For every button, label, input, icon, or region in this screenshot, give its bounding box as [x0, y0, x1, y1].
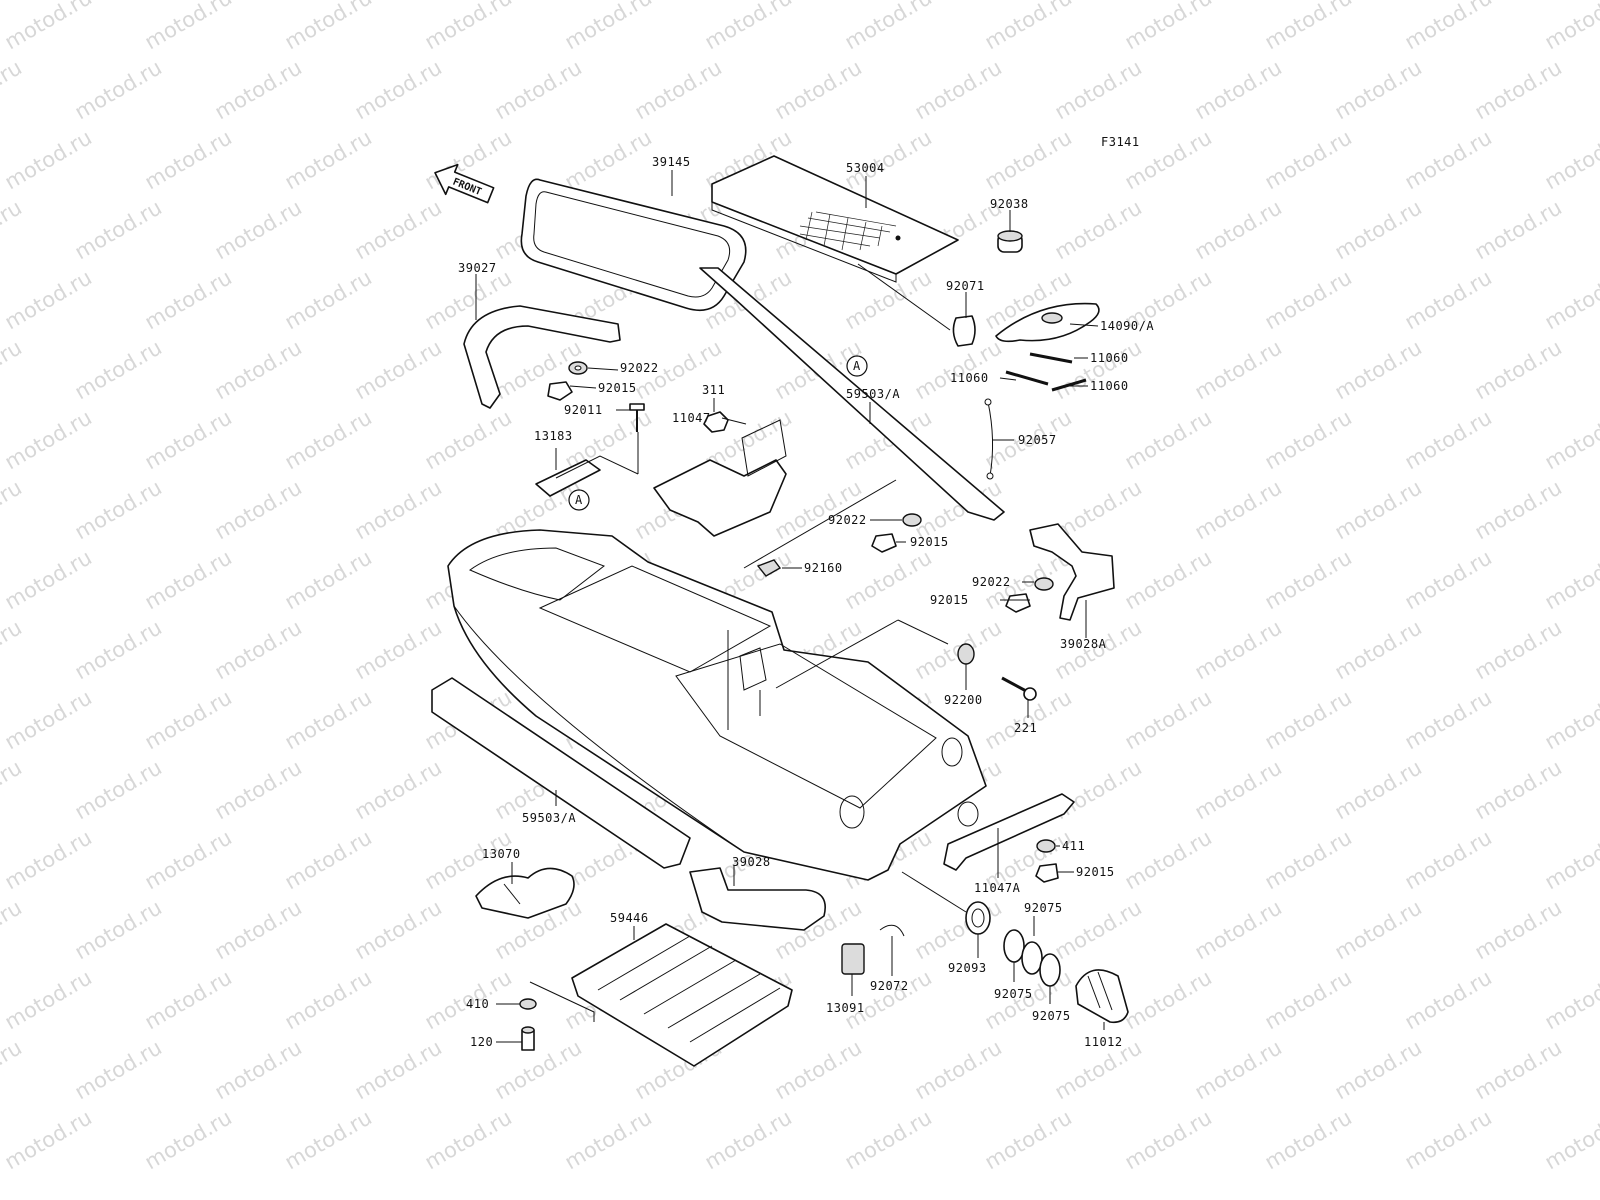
callout-92022-right[interactable]: 92022	[972, 575, 1011, 589]
part-92038-cap[interactable]	[997, 230, 1023, 253]
callout-411[interactable]: 411	[1062, 839, 1085, 853]
part-11060-strips[interactable]	[1005, 352, 1087, 392]
callout-92057[interactable]: 92057	[1018, 433, 1057, 447]
part-59503A-bottom-rail[interactable]	[431, 677, 691, 869]
front-direction-arrow: FRONT	[434, 163, 495, 204]
callout-92038[interactable]: 92038	[990, 197, 1029, 211]
part-59446-grate[interactable]	[571, 923, 793, 1067]
part-39027-front-handle[interactable]	[463, 305, 621, 409]
callout-221[interactable]: 221	[1014, 721, 1037, 735]
part-13091-pad[interactable]	[841, 943, 865, 975]
part-hull-deck	[447, 529, 987, 881]
callout-92075-a[interactable]: 92075	[1024, 901, 1063, 915]
callout-53004[interactable]: 53004	[846, 161, 885, 175]
part-11047-bracket[interactable]	[653, 419, 787, 537]
part-411-washer[interactable]	[1036, 839, 1056, 853]
callout-11060-c[interactable]: 11060	[1090, 379, 1129, 393]
callout-410[interactable]: 410	[466, 997, 489, 1011]
part-92015-nut-upper[interactable]	[547, 381, 573, 401]
callout-39145[interactable]: 39145	[652, 155, 691, 169]
part-92011-bolt[interactable]	[629, 403, 645, 432]
callout-13183[interactable]: 13183	[534, 429, 573, 443]
part-53004-mat[interactable]	[711, 155, 959, 283]
part-92160-grommet[interactable]	[756, 559, 782, 577]
part-120-bolt[interactable]	[521, 1026, 535, 1051]
callout-92160[interactable]: 92160	[804, 561, 843, 575]
callout-59503A-bottom[interactable]: 59503/A	[522, 811, 576, 825]
callout-14090A[interactable]: 14090/A	[1100, 319, 1154, 333]
callout-11047[interactable]: 11047	[672, 411, 711, 425]
part-92075-hoses[interactable]	[1003, 929, 1061, 987]
part-92072-clamp[interactable]	[879, 924, 905, 937]
part-92022-washer-center[interactable]	[902, 513, 922, 527]
part-92022-washer-upper[interactable]	[568, 361, 588, 375]
callout-92015-right[interactable]: 92015	[930, 593, 969, 607]
part-92015-nut-center[interactable]	[871, 533, 897, 553]
callout-39027[interactable]: 39027	[458, 261, 497, 275]
part-13070-cover[interactable]	[475, 867, 575, 919]
leader-lines	[475, 170, 1105, 1043]
callout-92015-center[interactable]: 92015	[910, 535, 949, 549]
callout-11060-b[interactable]: 11060	[950, 371, 989, 385]
callout-11047A[interactable]: 11047A	[974, 881, 1021, 895]
part-92071-plug[interactable]	[952, 315, 976, 347]
part-39145-hatch-rim[interactable]	[520, 178, 747, 312]
part-13183-plate[interactable]	[535, 459, 601, 497]
callout-92075-c[interactable]: 92075	[1032, 1009, 1071, 1023]
callout-11012[interactable]: 11012	[1084, 1035, 1123, 1049]
part-410-washer[interactable]	[519, 998, 537, 1010]
callout-120[interactable]: 120	[470, 1035, 493, 1049]
diagram-code: F3141	[1101, 135, 1140, 149]
callout-92200[interactable]: 92200	[944, 693, 983, 707]
callout-92072[interactable]: 92072	[870, 979, 909, 993]
callout-92011[interactable]: 92011	[564, 403, 603, 417]
ref-marker-a-upper: A	[846, 355, 868, 377]
callout-92015-upper[interactable]: 92015	[598, 381, 637, 395]
part-92057-cord[interactable]	[984, 398, 994, 480]
callout-92022-center[interactable]: 92022	[828, 513, 867, 527]
part-221-bolt[interactable]	[1001, 676, 1037, 701]
callout-59446[interactable]: 59446	[610, 911, 649, 925]
callout-311[interactable]: 311	[702, 383, 725, 397]
part-92015-nut-right[interactable]	[1005, 593, 1031, 613]
callout-92075-b[interactable]: 92075	[994, 987, 1033, 1001]
svg-text:A: A	[575, 493, 583, 507]
part-14090A-cover[interactable]	[995, 302, 1100, 343]
callout-13070[interactable]: 13070	[482, 847, 521, 861]
callout-11060-a[interactable]: 11060	[1090, 351, 1129, 365]
callout-39028A[interactable]: 39028A	[1060, 637, 1107, 651]
callout-13091[interactable]: 13091	[826, 1001, 865, 1015]
part-92022-washer-right[interactable]	[1034, 577, 1054, 591]
part-92093-seal[interactable]	[965, 901, 991, 935]
part-92015-nut-lower[interactable]	[1035, 863, 1059, 883]
callout-39028[interactable]: 39028	[732, 855, 771, 869]
ref-marker-a-lower: A	[568, 489, 590, 511]
part-39028A-rear-handle[interactable]	[1029, 523, 1115, 621]
callout-92022-upper[interactable]: 92022	[620, 361, 659, 375]
callout-59503A-top[interactable]: 59503/A	[846, 387, 900, 401]
callout-labels: 39145 53004 92038 39027 92071 14090/A 92…	[458, 155, 1154, 1049]
part-92200-washer[interactable]	[957, 643, 975, 665]
part-39028-handle[interactable]	[689, 867, 826, 931]
part-11047A-bracket[interactable]	[943, 793, 1075, 871]
callout-92093[interactable]: 92093	[948, 961, 987, 975]
svg-text:A: A	[853, 359, 861, 373]
callout-92071[interactable]: 92071	[946, 279, 985, 293]
callout-92015-lower[interactable]: 92015	[1076, 865, 1115, 879]
part-11012-cap[interactable]	[1075, 969, 1129, 1024]
part-59503A-top-rail[interactable]	[699, 267, 1005, 521]
part-311-nut[interactable]	[703, 411, 729, 433]
